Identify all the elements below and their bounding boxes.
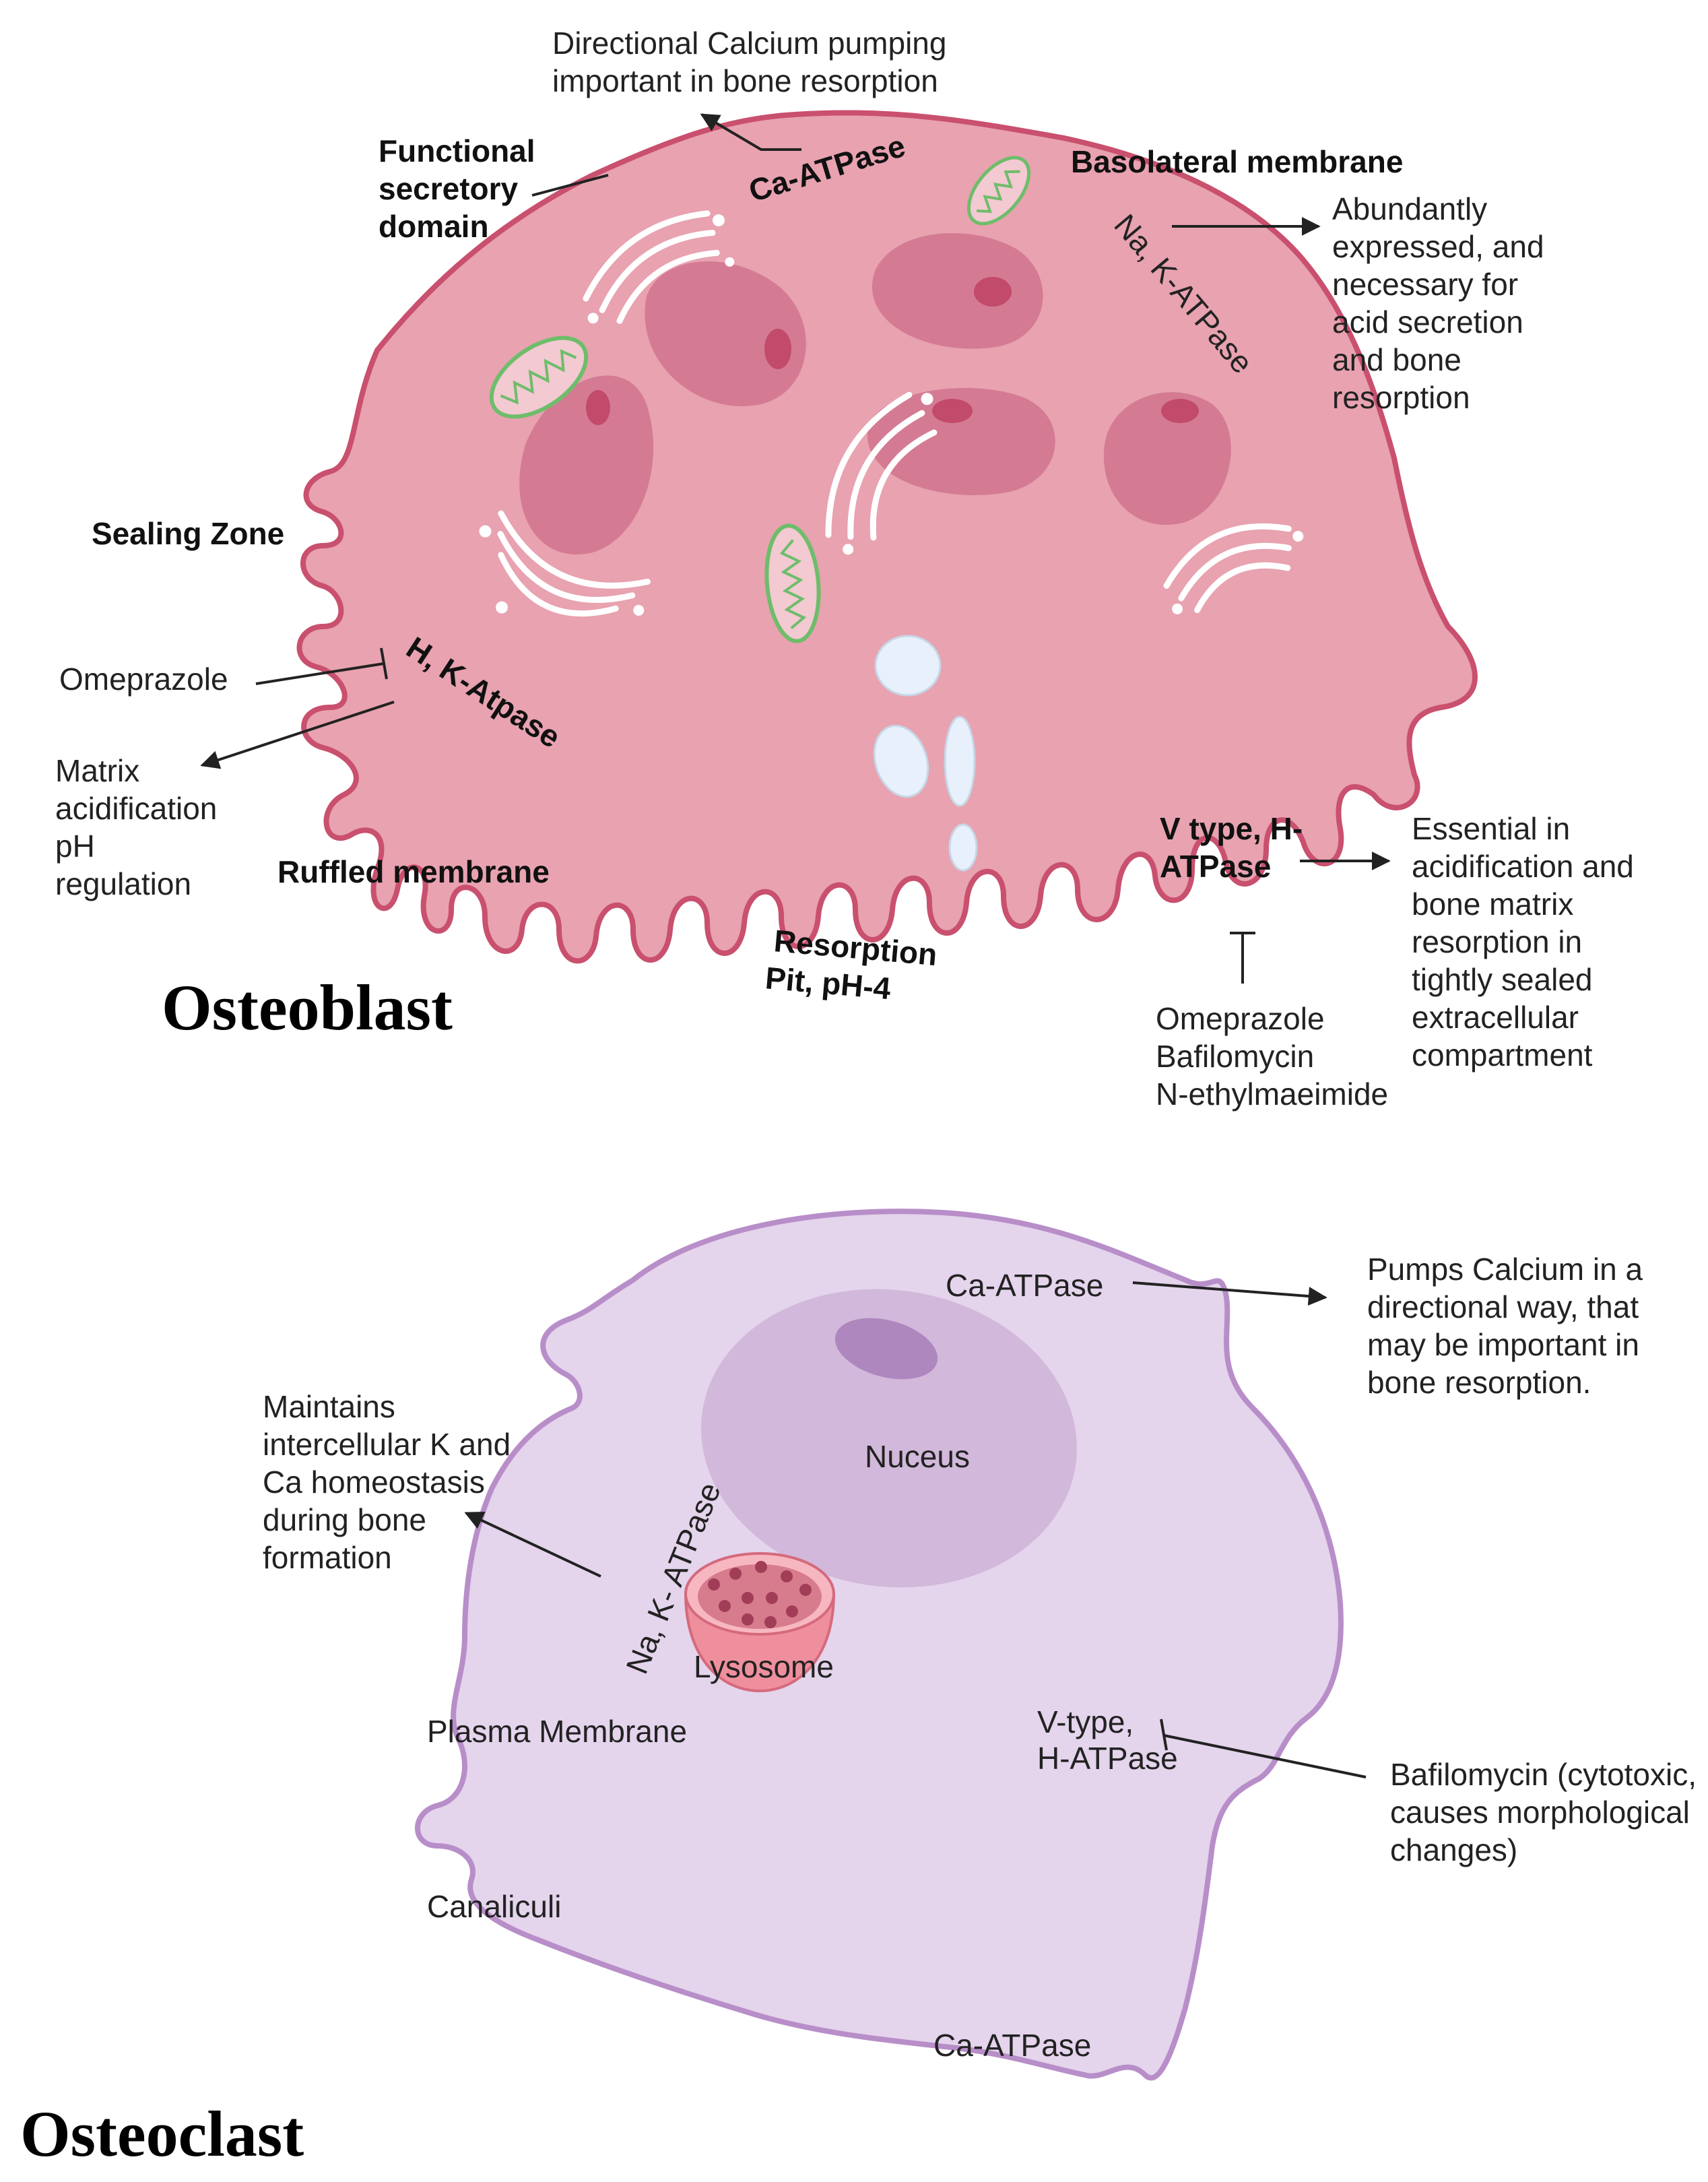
ruffled-membrane-label: Ruffled membrane — [277, 854, 550, 889]
mitochondrion-icon — [966, 156, 1031, 226]
osteoblast-nucleus — [872, 233, 1043, 349]
osteoblast-nucleus — [645, 261, 806, 407]
lysosome-label: Lysosome — [694, 1649, 834, 1684]
inhibitors-list: Omeprazole Bafilomycin N-ethylmaeimide — [1156, 1001, 1388, 1112]
golgi-icon — [583, 210, 735, 324]
maintains-note: Maintains intercellular K and Ca homeost… — [263, 1389, 519, 1575]
osteoblast-mitochondria — [489, 156, 1031, 643]
oc-ca-atpase-top-label: Ca-ATPase — [946, 1268, 1103, 1303]
basolateral-label: Basolateral membrane — [1071, 144, 1403, 179]
golgi-icon — [1163, 523, 1304, 614]
mitochondrion-icon — [489, 335, 589, 419]
osteoblast-nucleolus — [764, 329, 791, 369]
na-k-note: Abundantly expressed, and necessary for … — [1332, 191, 1552, 415]
osteoblast-panel: Directional Calcium pumping important in… — [55, 26, 1643, 1112]
osteoblast-nucleolus — [932, 399, 973, 423]
v-type-note: Essential in acidification and bone matr… — [1412, 811, 1643, 1072]
osteoblast-cell-body — [296, 110, 1478, 964]
osteoclast-connectors — [464, 1281, 1367, 1778]
osteoblast-nuclei — [519, 233, 1231, 555]
bafilomycin-note: Bafilomycin (cytotoxic, causes morpholog… — [1390, 1757, 1705, 1867]
golgi-icon — [825, 391, 938, 555]
osteoclast-nucleus — [701, 1289, 1077, 1588]
vesicle — [948, 823, 978, 872]
osteoblast-nucleus — [1103, 392, 1231, 525]
osteoblast-nucleolus — [586, 390, 610, 425]
vesicle — [944, 715, 976, 807]
osteoblast-title: Osteoblast — [162, 971, 453, 1044]
osteoblast-nucleus — [519, 375, 654, 555]
ob-v-type-label: V type, H- ATPase — [1160, 811, 1311, 884]
oc-ca-atpase-bottom-label: Ca-ATPase — [933, 2028, 1091, 2063]
sealing-zone-label: Sealing Zone — [92, 516, 284, 551]
functional-domain-line — [531, 174, 609, 197]
oc-ca-atpase-arrow — [1132, 1281, 1327, 1306]
bafilomycin-inhibit-bar — [1160, 1719, 1168, 1751]
resorption-pit-label: Resorption Pit, pH-4 — [764, 922, 947, 1010]
osteoblast-nucleolus — [1161, 399, 1199, 423]
canaliculi-label: Canaliculi — [427, 1889, 561, 1924]
maintains-arrow — [464, 1512, 601, 1578]
golgi-icon — [479, 510, 651, 617]
osteoclast-nucleolus — [834, 1318, 938, 1380]
nucleus-label: Nuceus — [865, 1439, 970, 1474]
osteoblast-golgi — [479, 210, 1304, 617]
ca-atpase-arrow — [700, 113, 801, 151]
vesicle — [874, 635, 942, 697]
matrix-note: Matrix acidification pH regulation — [55, 753, 226, 901]
osteoclast-panel: Ca-ATPase Pumps Calcium in a directional… — [20, 1209, 1705, 2170]
omeprazole-inhibit-bar — [380, 647, 388, 680]
plasma-membrane-label: Plasma Membrane — [427, 1714, 687, 1749]
functional-domain-label: Functional secretory domain — [379, 133, 544, 244]
vesicle — [873, 724, 929, 798]
directional-note: Directional Calcium pumping important in… — [552, 26, 955, 98]
bafilomycin-inhibit-line — [1163, 1734, 1367, 1778]
ca-note: Pumps Calcium in a directional way, that… — [1367, 1252, 1651, 1400]
osteoblast-vesicles — [873, 635, 978, 872]
omeprazole-inhibit-line — [255, 662, 385, 685]
mitochondrion-icon — [764, 523, 821, 643]
osteoblast-nucleolus — [974, 277, 1012, 307]
osteoblast-connectors — [200, 113, 1391, 984]
lysosome-icon — [684, 1552, 836, 1693]
oc-v-type-label: V-type, H-ATPase — [1037, 1704, 1178, 1776]
osteoclast-cell-body — [415, 1209, 1344, 2081]
omeprazole-label: Omeprazole — [59, 662, 228, 697]
osteoclast-title: Osteoclast — [20, 2098, 304, 2170]
matrix-arrow — [200, 701, 395, 769]
